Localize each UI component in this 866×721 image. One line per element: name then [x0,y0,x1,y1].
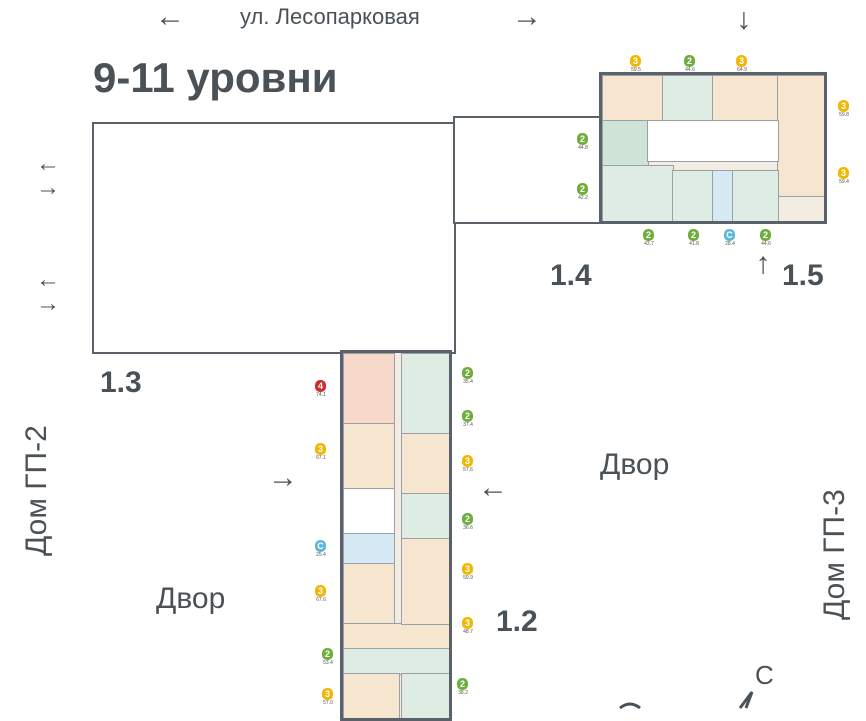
unit-area-label: 57.6 [463,467,473,473]
unit-rooms-badge[interactable]: 2 [462,410,473,422]
unit-rooms-badge[interactable]: 2 [322,648,333,660]
entrance-arrow-icon: → [732,6,765,36]
entrance-arrows-icon: ←→ [36,266,60,317]
unit-rooms-badge[interactable]: 3 [462,455,473,467]
unit-area-label: 59.9 [463,575,473,581]
unit-area-label: 35.4 [463,379,473,385]
unit-rooms-badge[interactable]: 3 [838,167,849,179]
unit-area-label: 36.6 [463,525,473,531]
unit-rooms-badge[interactable]: С [315,540,326,552]
unit-rooms-badge[interactable]: 2 [684,55,695,67]
unit-area-label: 59.5 [631,67,641,73]
unit-area-label: 74.1 [316,392,326,398]
unit-rooms-badge[interactable]: 4 [315,380,326,392]
unit-rooms-badge[interactable]: 2 [457,678,468,690]
unit-area-label: 44.6 [761,241,771,247]
yard-label: Двор [600,448,670,481]
unit-rooms-badge[interactable]: 3 [838,100,849,112]
unit-rooms-badge[interactable]: 3 [462,617,473,629]
unit-area-label: 59.4 [839,179,849,185]
unit-area-label: 57.0 [323,700,333,706]
street-name: ул. Лесопарковая [240,4,420,29]
unit-area-label: 25.4 [316,552,326,558]
unit-area-label: 67.1 [316,455,326,461]
unit-rooms-badge[interactable]: 2 [462,367,473,379]
entrance-arrow-icon: → [742,250,775,280]
unit-area-label: 48.7 [463,629,473,635]
section-label-1-4: 1.4 [550,259,592,292]
yard-label: Двор [156,582,226,615]
unit-rooms-badge[interactable]: 2 [577,133,588,145]
section-label-1-3: 1.3 [100,366,142,399]
house-gp2-label: Дом ГП-2 [20,425,53,556]
unit-rooms-badge[interactable]: 3 [736,55,747,67]
unit-rooms-badge[interactable]: 2 [577,183,588,195]
arrow-left-icon: ← [155,0,185,33]
compass-north-label: С [755,660,774,690]
unit-area-label: 37.4 [463,422,473,428]
unit-area-label: 44.6 [685,67,695,73]
unit-area-label: 59.8 [839,112,849,118]
entrance-arrows-icon: ←→ [36,150,60,201]
unit-area-label: 64.9 [737,67,747,73]
unit-area-label: 67.6 [316,597,326,603]
entrance-arrow-icon: ← [478,471,508,504]
compass-icon [619,691,754,710]
unit-area-label: 53.4 [323,660,333,666]
unit-area-label: 42.2 [578,195,588,201]
floor-title: 9-11 уровни [93,54,338,101]
unit-rooms-badge[interactable]: 3 [630,55,641,67]
unit-rooms-badge[interactable]: 2 [688,229,699,241]
section-label-1-5: 1.5 [782,259,824,292]
floor-plan-section-1-2 [340,350,452,721]
unit-rooms-badge[interactable]: С [724,229,735,241]
unit-rooms-badge[interactable]: 2 [462,513,473,525]
section-label-1-2: 1.2 [496,605,538,638]
entrance-arrow-icon: → [268,461,298,494]
floor-plan-section-1-5 [599,72,827,224]
arrow-right-icon: → [512,0,542,33]
unit-rooms-badge[interactable]: 3 [315,443,326,455]
section-1-3-outline [92,122,456,354]
unit-area-label: 38.2 [458,690,468,696]
unit-area-label: 44.8 [578,145,588,151]
unit-area-label: 43.7 [644,241,654,247]
house-gp3-label: Дом ГП-3 [818,489,851,620]
unit-rooms-badge[interactable]: 3 [462,563,473,575]
unit-rooms-badge[interactable]: 2 [643,229,654,241]
unit-rooms-badge[interactable]: 2 [760,229,771,241]
unit-area-label: 41.8 [689,241,699,247]
unit-rooms-badge[interactable]: 3 [315,585,326,597]
unit-rooms-badge[interactable]: 3 [322,688,333,700]
unit-area-label: 28.4 [725,241,735,247]
